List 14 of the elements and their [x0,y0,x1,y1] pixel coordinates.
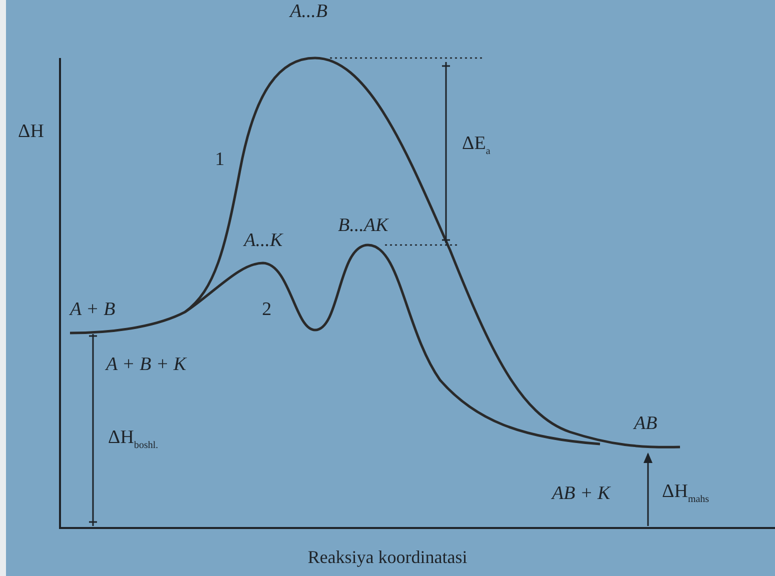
axis-label: Reaksiya koordinatasi [306,548,468,568]
state-label: AB [634,414,658,435]
state-label: A...B [290,2,328,23]
axis-label: ΔH [18,122,44,143]
state-label: AB + K [552,484,610,505]
curve-number: 2 [262,300,272,321]
state-label: A + B [70,300,116,321]
state-label: A + B + K [106,355,186,376]
curve-number: 1 [215,150,224,171]
state-label: B...AK [338,216,388,237]
energy-label: ΔH$_{boshl.}$ [108,428,158,451]
energy-label: ΔE$_{a}$ [462,134,490,157]
energy-label: ΔH$_{mahs}$ [662,482,710,505]
state-label: A...K [244,231,283,252]
